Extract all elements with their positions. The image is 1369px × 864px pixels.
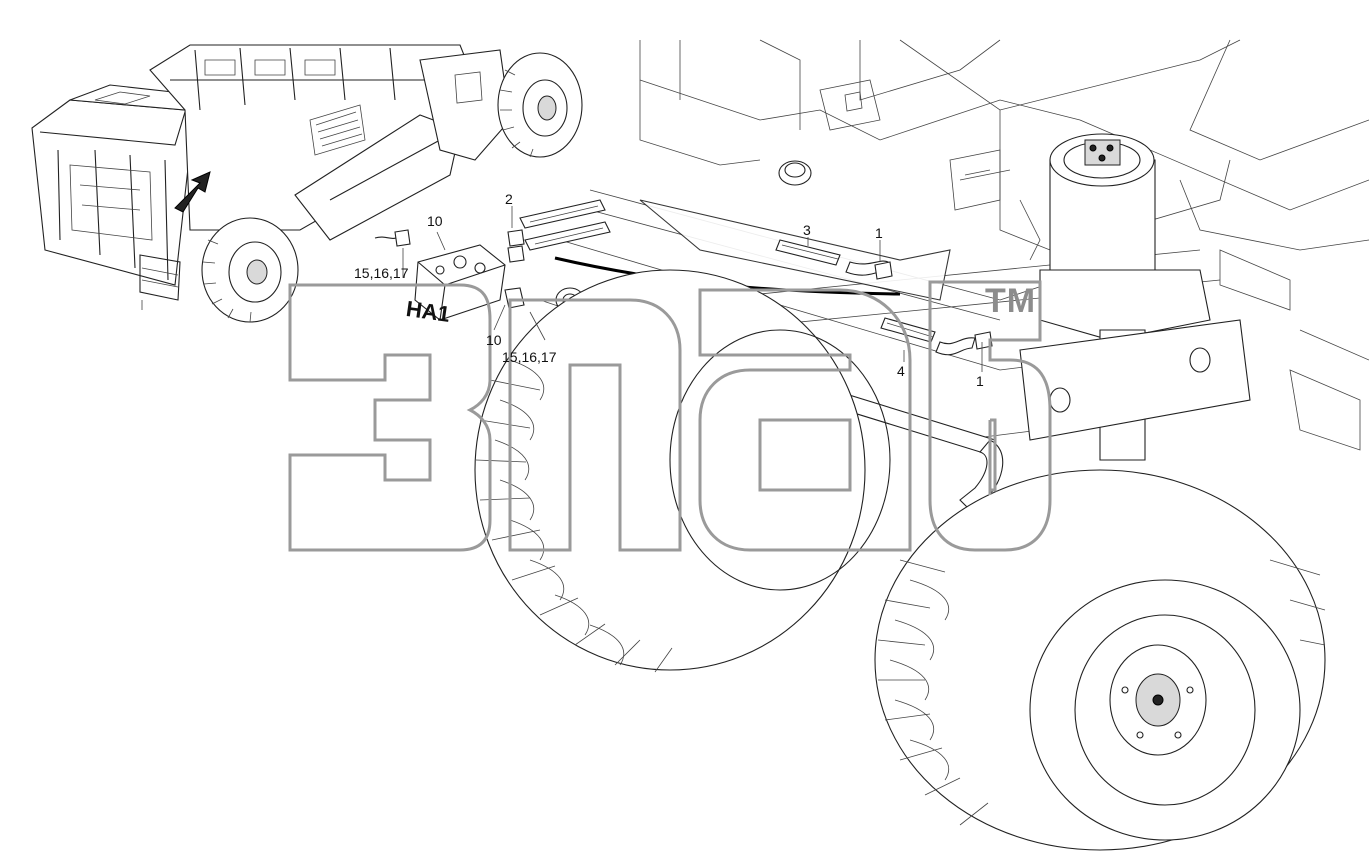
valve-block-ha1 xyxy=(374,229,525,321)
watermark-glyph-d xyxy=(698,288,912,552)
watermark-glyph-3 xyxy=(288,283,492,552)
callout-10-bottom: 10 xyxy=(486,332,502,348)
callout-15-16-17-bottom: 15,16,17 xyxy=(502,349,557,365)
callout-3: 3 xyxy=(803,222,811,238)
watermark-glyph-b xyxy=(928,280,1052,552)
left-wheel xyxy=(474,269,891,673)
callout-4: 4 xyxy=(897,363,905,379)
leader-lines xyxy=(402,206,983,372)
machine-overview-inset xyxy=(31,44,583,323)
right-wheel xyxy=(874,469,1326,851)
watermark-glyph-p xyxy=(508,298,682,552)
callout-15-16-17-left: 15,16,17 xyxy=(354,265,409,281)
callout-1-top: 1 xyxy=(875,225,883,241)
watermark-trademark: TM xyxy=(985,282,1037,320)
callout-1-bottom: 1 xyxy=(976,373,984,389)
callout-10-top: 10 xyxy=(427,213,443,229)
watermark-logo xyxy=(288,280,1052,552)
callout-2: 2 xyxy=(505,191,513,207)
